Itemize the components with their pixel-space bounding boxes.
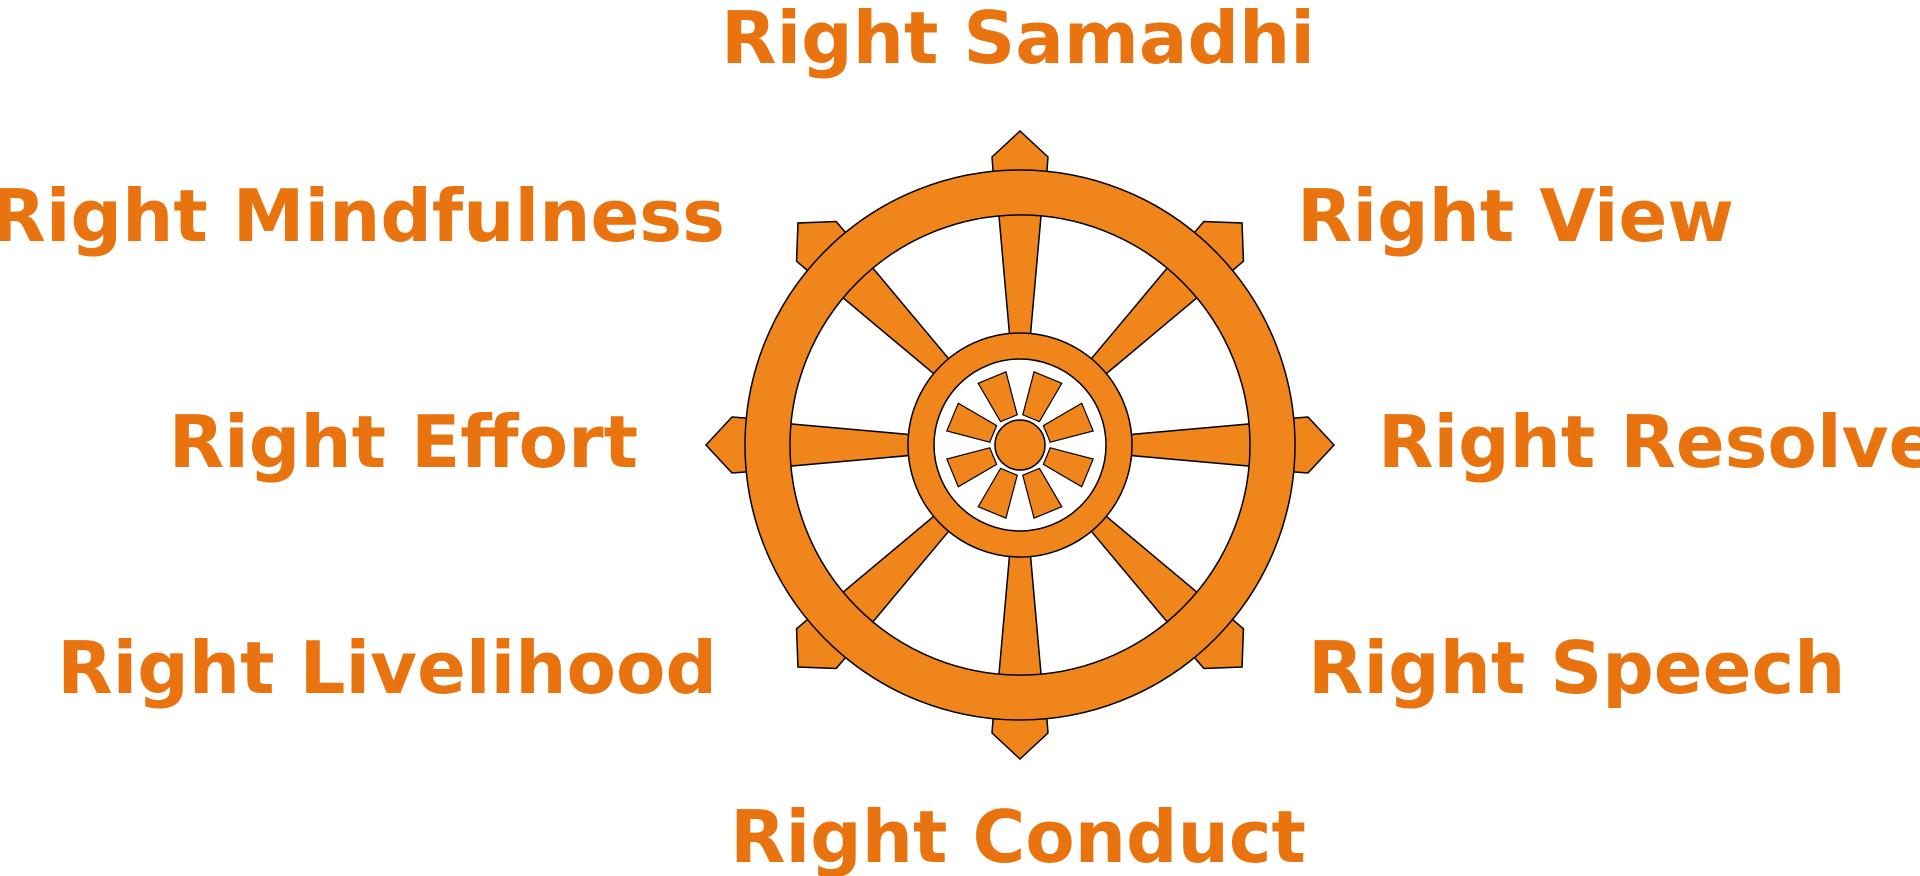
label-right-samadhi: Right Samadhi bbox=[721, 0, 1315, 80]
wheel-center bbox=[994, 419, 1046, 471]
wheel-hub-ring bbox=[907, 332, 1133, 558]
wheel-spoke bbox=[779, 422, 916, 468]
label-right-effort: Right Effort bbox=[169, 400, 638, 484]
wheel-spoke bbox=[997, 549, 1043, 686]
label-right-livelihood: Right Livelihood bbox=[57, 626, 717, 710]
wheel-hub-spoke bbox=[945, 402, 998, 443]
wheel-rim bbox=[744, 169, 1296, 721]
wheel-hub-spoke bbox=[977, 467, 1018, 520]
wheel-hub-spoke bbox=[1022, 370, 1063, 423]
label-right-mindfulness: Right Mindfulness bbox=[0, 174, 725, 258]
wheel-hub-spokes bbox=[945, 370, 1095, 520]
wheel-spoke bbox=[1124, 422, 1261, 468]
label-right-conduct: Right Conduct bbox=[730, 795, 1306, 876]
wheel-hub-spoke bbox=[1022, 467, 1063, 520]
label-right-resolve: Right Resolve bbox=[1378, 400, 1920, 484]
wheel-hub-spoke bbox=[1042, 402, 1095, 443]
wheel-hub-spoke bbox=[1042, 447, 1095, 488]
wheel-spokes bbox=[779, 204, 1261, 686]
dharma-wheel-icon bbox=[704, 129, 1336, 761]
wheel-hub-spoke bbox=[945, 447, 998, 488]
label-right-view: Right View bbox=[1297, 174, 1734, 258]
wheel-hub-spoke bbox=[977, 370, 1018, 423]
wheel-spoke bbox=[997, 204, 1043, 341]
label-right-speech: Right Speech bbox=[1308, 626, 1845, 710]
